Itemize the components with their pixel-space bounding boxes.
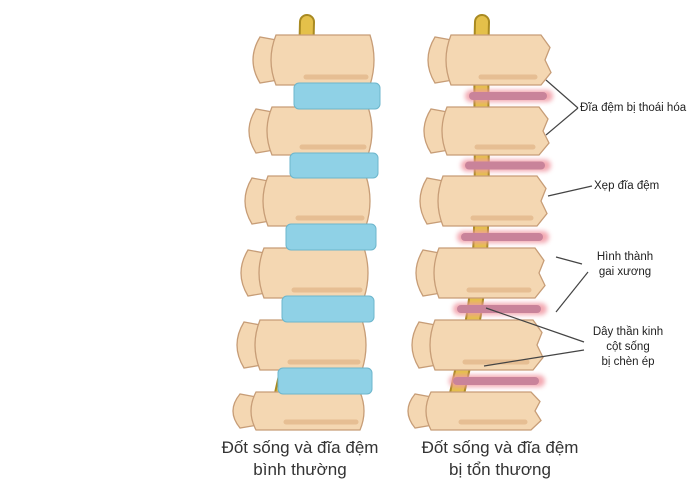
normal-caption-line2: bình thường (253, 460, 347, 479)
normal-disc (293, 82, 381, 110)
damaged-spine (407, 14, 553, 431)
normal-spine (232, 14, 381, 431)
normal-disc (285, 223, 377, 251)
damaged-vertebra-body (429, 319, 544, 371)
callout-line (485, 307, 585, 343)
damaged-vertebra-body (445, 34, 552, 86)
label-bone-spur: Hình thành gai xương (582, 250, 668, 280)
label-compressed-nerve: Dây thần kinh cột sống bị chèn ép (578, 325, 678, 370)
normal-spine-caption: Đốt sống và đĩa đệm bình thường (185, 437, 415, 481)
damaged-vertebra-body (441, 106, 550, 156)
damaged-disc (469, 92, 547, 100)
damaged-caption-line2: bị tổn thương (449, 460, 551, 479)
damaged-vertebra-body (433, 247, 546, 299)
bone-spur-line2: gai xương (598, 266, 652, 278)
nerve-line3: bị chèn ép (601, 356, 655, 368)
callout-line (545, 79, 579, 109)
damaged-disc (465, 161, 545, 170)
label-degenerated-disc: Đĩa đệm bị thoái hóa (580, 102, 687, 114)
callout-line (555, 271, 589, 313)
callout-line (483, 349, 585, 367)
nerve-line2: cột sống (606, 341, 650, 353)
normal-disc (277, 367, 373, 395)
nerve-line1: Dây thần kinh (592, 326, 664, 338)
callout-line (545, 107, 579, 136)
normal-caption-line1: Đốt sống và đĩa đệm (221, 438, 379, 457)
normal-disc (281, 295, 375, 323)
damaged-spine-caption: Đốt sống và đĩa đệm bị tổn thương (385, 437, 615, 481)
callout-line (555, 256, 583, 265)
damaged-vertebra-body (437, 175, 548, 227)
callout-line (547, 185, 593, 197)
damaged-disc (457, 305, 541, 313)
callout-lines (483, 79, 593, 367)
bone-spur-line1: Hình thành (596, 251, 654, 263)
normal-disc (289, 152, 379, 179)
damaged-caption-line1: Đốt sống và đĩa đệm (421, 438, 579, 457)
label-collapsed-disc: Xẹp đĩa đệm (594, 180, 660, 192)
damaged-disc (453, 377, 539, 385)
damaged-disc (461, 233, 543, 241)
